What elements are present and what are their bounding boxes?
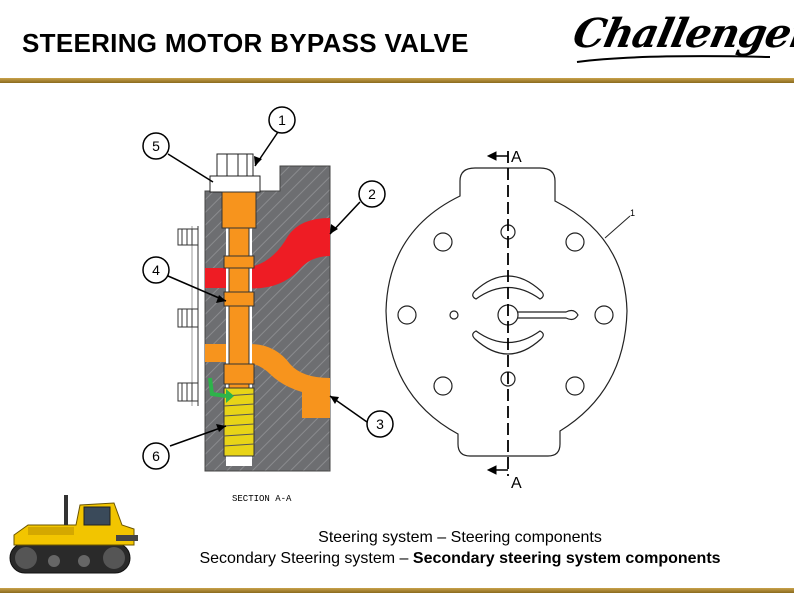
valve-diagram: 1 2 3 4 5 6 SECTION A-A A xyxy=(142,106,635,504)
section-line xyxy=(486,151,509,476)
stem-head xyxy=(221,191,257,229)
callout-4-label: 4 xyxy=(152,262,160,278)
logo-swash-icon xyxy=(576,55,771,63)
callout-2 xyxy=(358,180,386,208)
jam-nut xyxy=(209,175,261,193)
callout-6-label: 6 xyxy=(152,448,160,464)
header-rule xyxy=(0,78,794,83)
callout-3 xyxy=(366,410,394,438)
callout-2-label: 2 xyxy=(368,186,376,202)
orange-return-port xyxy=(205,344,330,418)
cap-nut xyxy=(216,153,254,179)
valve-body-outline xyxy=(385,167,628,457)
callout-1 xyxy=(268,106,296,134)
callout-5 xyxy=(142,132,170,160)
callout-6 xyxy=(142,442,170,470)
caption-line-2: Secondary Steering system – Secondary st… xyxy=(160,548,760,569)
side-fittings xyxy=(177,226,199,406)
section-marker-bottom: A xyxy=(511,475,522,492)
caption-line-1: Steering system – Steering components xyxy=(318,529,602,546)
caption-line-2-prefix: Secondary Steering system – xyxy=(199,550,413,567)
top-view xyxy=(385,167,631,457)
caption-line-2-bold: Secondary steering system components xyxy=(412,550,721,567)
tractor-image xyxy=(9,495,138,574)
view-callout: 1 xyxy=(630,208,635,218)
cross-section: 1 2 3 4 5 6 SECTION A-A xyxy=(142,106,394,504)
challenger-logo: Challenger® xyxy=(569,10,794,57)
callout-4 xyxy=(142,256,170,284)
check-flow-arrow-icon xyxy=(208,377,227,398)
slide-caption: Steering system – Steering components Se… xyxy=(160,527,760,569)
callout-3-label: 3 xyxy=(376,416,384,432)
slide-title: STEERING MOTOR BYPASS VALVE xyxy=(22,28,469,58)
section-marker-top: A xyxy=(511,149,522,166)
callout-5-label: 5 xyxy=(152,138,160,154)
footer-rule xyxy=(0,588,794,593)
logo-text: Challenger xyxy=(569,10,794,57)
callout-1-label: 1 xyxy=(278,112,286,128)
section-caption: SECTION A-A xyxy=(232,494,292,504)
